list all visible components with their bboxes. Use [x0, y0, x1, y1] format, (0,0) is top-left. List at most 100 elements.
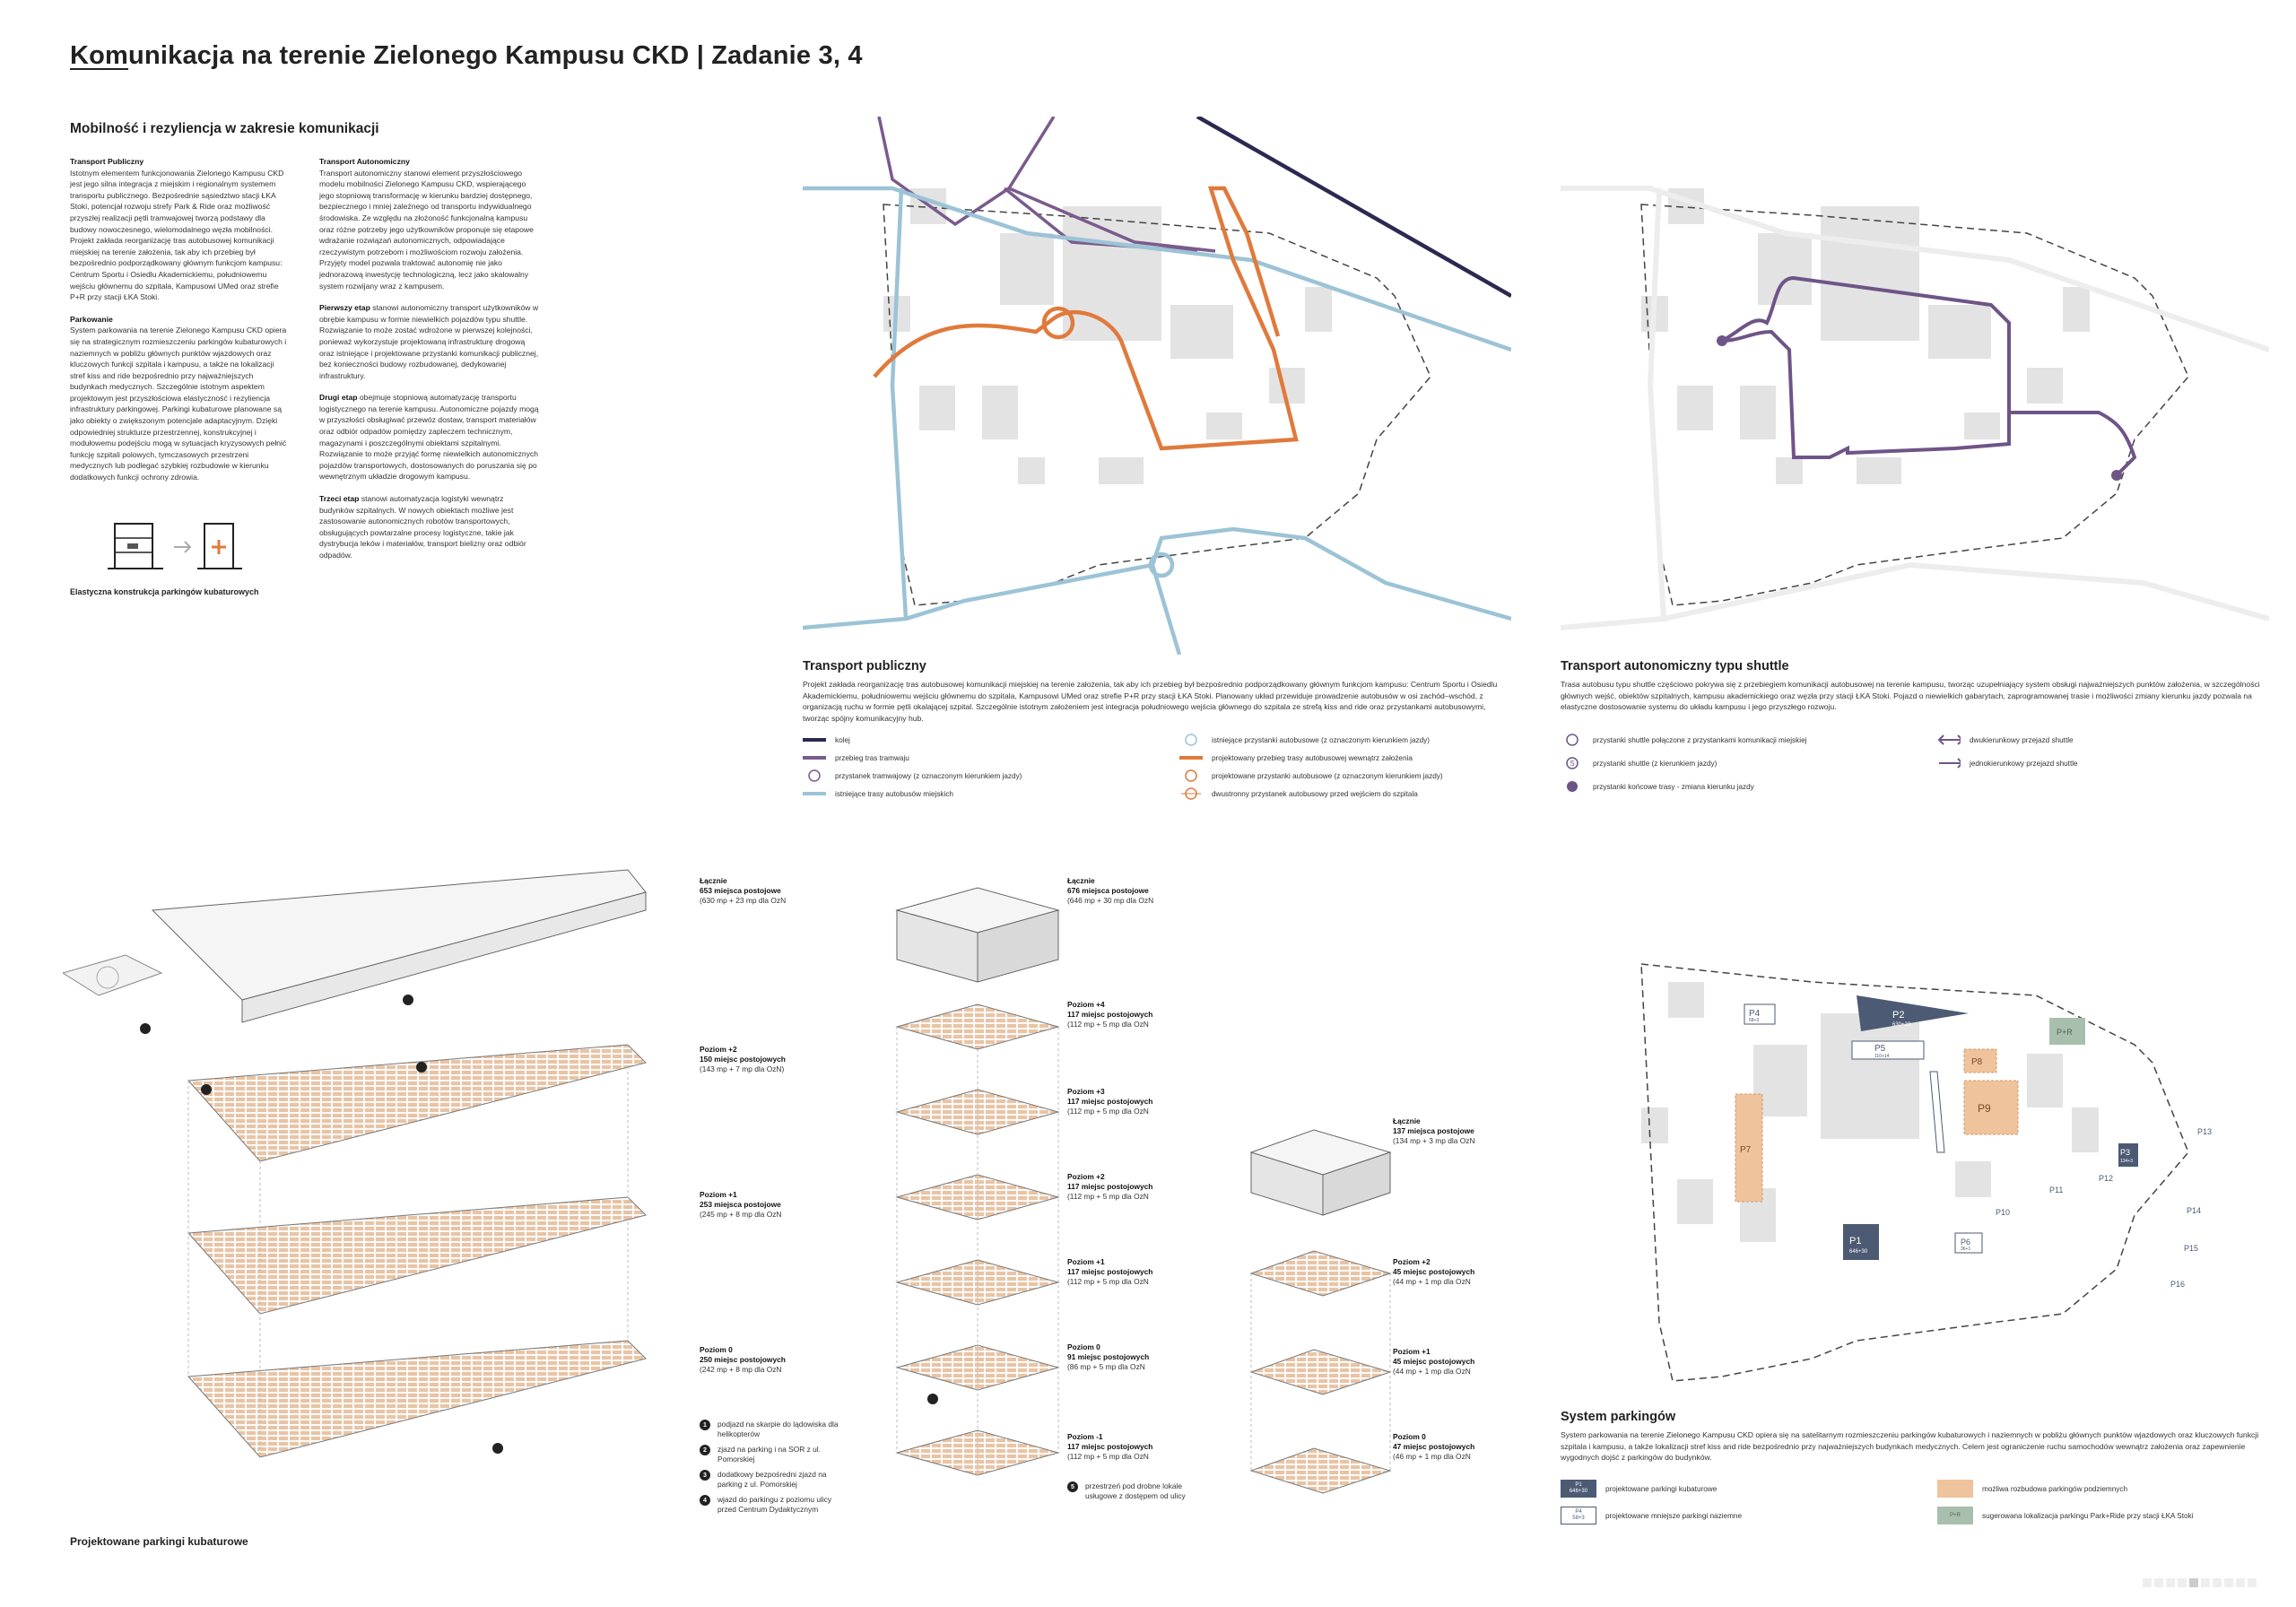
parking-b-exploded-axonometry	[895, 887, 1060, 1476]
flexible-parking-diagram	[108, 523, 242, 569]
svg-text:36+1: 36+1	[1961, 1247, 1970, 1252]
svg-text:P16: P16	[2170, 1280, 2185, 1289]
page-dot-active[interactable]	[2189, 1578, 2198, 1587]
level-roof	[63, 869, 647, 1023]
page-dot[interactable]	[2166, 1578, 2175, 1587]
shuttle-legend: przystanki shuttle połączone z przystank…	[1561, 734, 2260, 796]
svg-text:P12: P12	[2099, 1174, 2113, 1183]
marker-4-icon	[492, 1443, 503, 1454]
floor-levels	[1249, 1250, 1392, 1494]
page-dot[interactable]	[2201, 1578, 2210, 1587]
svg-text:P7: P7	[1740, 1145, 1752, 1155]
svg-text:P9: P9	[1978, 1102, 1991, 1115]
roundabout-icon	[1148, 552, 1175, 578]
svg-text:P14: P14	[2187, 1206, 2201, 1215]
page-title: Komunikacja na terenie Zielonego Kampusu…	[70, 41, 863, 70]
public-transport-legend: kolej przebieg tras tramwaju przystanek …	[803, 734, 1520, 805]
svg-text:P3: P3	[2120, 1148, 2130, 1157]
page-indicator	[2143, 1578, 2257, 1587]
svg-text:P13: P13	[2197, 1127, 2212, 1136]
page-dot[interactable]	[2178, 1578, 2187, 1587]
text-column-1: Transport Publiczny Istotnym elementem f…	[70, 157, 287, 482]
marker-3-icon	[416, 1062, 427, 1073]
svg-text:P15: P15	[2184, 1244, 2198, 1253]
parking-p5-shape	[1851, 1040, 1925, 1060]
marker-1-icon	[403, 995, 413, 1005]
building-footprints	[1641, 982, 2099, 1242]
parking-p2-shape	[1857, 995, 1969, 1031]
page-dot[interactable]	[2224, 1578, 2233, 1587]
shuttle-route	[1721, 275, 2137, 477]
rail-line	[1196, 117, 1511, 298]
shuttle-text: Trasa autobusu typu shuttle częściowo po…	[1561, 680, 2260, 712]
roundabout-icon	[1041, 306, 1075, 340]
svg-text:P5: P5	[1874, 1044, 1886, 1054]
tram-route	[877, 117, 1216, 253]
mobility-title: Mobilność i rezyliencja w zakresie komun…	[70, 121, 379, 136]
svg-text:630+23: 630+23	[1892, 1022, 1911, 1028]
level-plus-2	[187, 1044, 647, 1162]
parking-p1-shape	[1843, 1224, 1879, 1260]
parking-p9-shape	[1963, 1080, 2019, 1135]
parking-p4-shape	[1744, 1003, 1776, 1025]
svg-text:P4: P4	[1749, 1009, 1761, 1019]
svg-text:110+14: 110+14	[1874, 1054, 1890, 1059]
svg-text:P11: P11	[2049, 1186, 2063, 1194]
building-footprints	[1641, 188, 2090, 484]
terminal-stop-icon	[1717, 335, 1727, 346]
floor-levels	[895, 1003, 1060, 1476]
svg-text:S: S	[1570, 760, 1574, 768]
svg-text:134+3: 134+3	[2120, 1159, 2133, 1164]
page-dot[interactable]	[2236, 1578, 2245, 1587]
campus-boundary	[1640, 963, 2189, 1382]
street-network	[1561, 186, 2269, 630]
page-dot[interactable]	[2248, 1578, 2257, 1587]
svg-text:P1: P1	[1849, 1236, 1861, 1247]
svg-text:P8: P8	[1971, 1057, 1983, 1067]
parking-p6-shape	[1954, 1232, 1983, 1254]
marker-1-icon	[140, 1023, 151, 1034]
marker-5-icon	[927, 1394, 938, 1404]
public-transport-text: Projekt zakłada reorganizację tras autob…	[803, 680, 1498, 723]
svg-text:P+R: P+R	[2057, 1028, 2073, 1037]
parking-a-exploded-axonometry	[63, 869, 647, 1458]
svg-text:P6: P6	[1961, 1238, 1970, 1247]
parking-system-title: System parkingów	[1561, 1410, 1676, 1424]
parking-3d-caption: Projektowane parkingi kubaturowe	[70, 1535, 248, 1548]
text-column-2: Transport Autonomiczny Transport autonom…	[319, 157, 539, 560]
bus-route-existing	[803, 186, 1511, 655]
page-dot[interactable]	[2143, 1578, 2152, 1587]
level-plus-1	[187, 1196, 647, 1315]
parking-p8-shape	[1963, 1048, 1997, 1073]
svg-text:58+3: 58+3	[1749, 1018, 1759, 1023]
parking-system-map: P2 630+23 P5 110+14 P4 58+3 P8 P9 P7 P1 …	[1640, 963, 2212, 1382]
marker-2-icon	[201, 1084, 212, 1095]
parking-p3-shape	[2118, 1143, 2138, 1167]
diagram-caption: Elastyczna konstrukcja parkingów kubatur…	[70, 587, 259, 596]
page-dot[interactable]	[2213, 1578, 2222, 1587]
building-volume	[895, 887, 1060, 983]
svg-text:P10: P10	[1996, 1208, 2010, 1217]
parking-pr-shape	[2049, 1018, 2085, 1045]
svg-text:P2: P2	[1892, 1010, 1904, 1021]
page-dot[interactable]	[2154, 1578, 2163, 1587]
building-volume	[1249, 1129, 1392, 1216]
svg-text:646+30: 646+30	[1849, 1249, 1868, 1255]
public-transport-map	[803, 117, 1511, 655]
level-0	[187, 1340, 647, 1458]
public-transport-title: Transport publiczny	[803, 659, 926, 673]
